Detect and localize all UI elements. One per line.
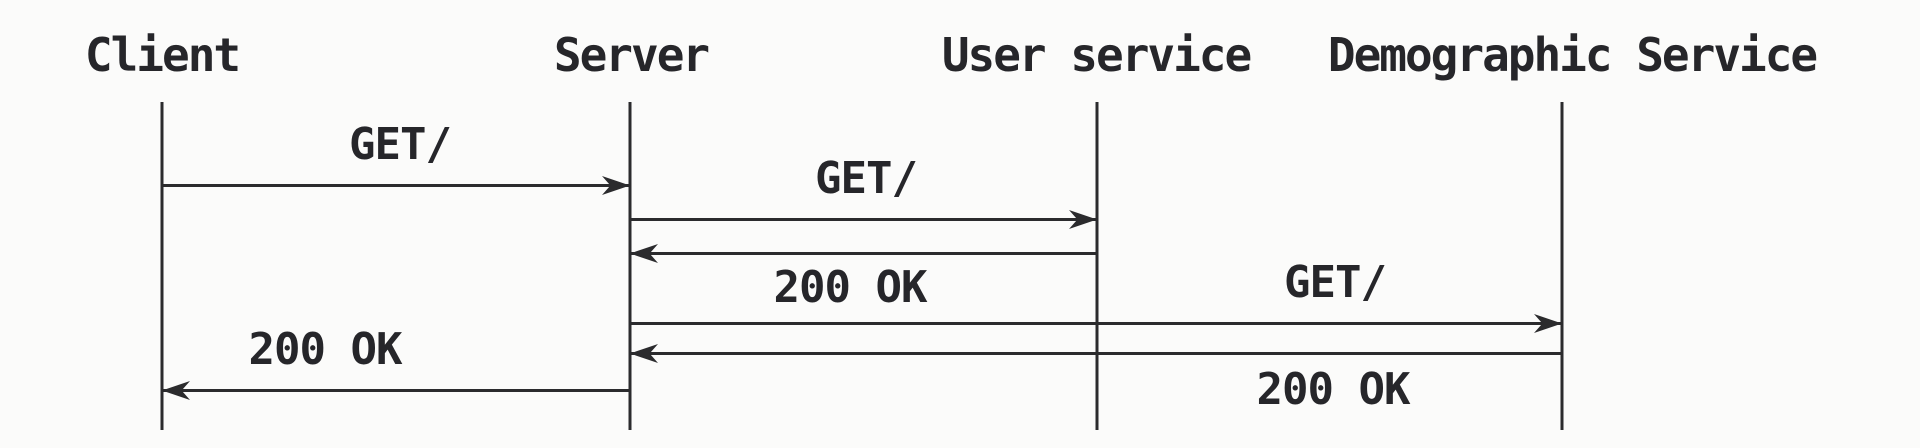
actor-label-user-service: User service <box>941 28 1252 82</box>
message-user-service-to-server <box>630 244 1097 263</box>
message-line <box>630 322 1562 325</box>
actor-label-client: Client <box>84 28 241 82</box>
message-line <box>162 184 630 187</box>
message-line <box>630 218 1097 221</box>
lifeline-demographic-service <box>1560 102 1564 430</box>
message-line <box>630 352 1562 355</box>
message-demographic-to-server <box>630 344 1562 363</box>
message-label-200ok-1: 200 OK <box>773 262 928 313</box>
message-label-get-2: GET/ <box>815 153 918 204</box>
message-label-get-3: GET/ <box>1284 257 1387 308</box>
message-line <box>162 389 630 392</box>
message-label-200ok-2: 200 OK <box>1256 364 1411 415</box>
message-server-to-client <box>162 381 630 400</box>
message-label-200ok-3: 200 OK <box>248 324 403 375</box>
actor-label-server: Server <box>553 28 710 82</box>
lifeline-user-service <box>1095 102 1099 430</box>
message-client-to-server <box>162 176 630 195</box>
message-server-to-user-service <box>630 210 1097 229</box>
lifeline-server <box>628 102 632 430</box>
actor-label-demographic-service: Demographic Service <box>1327 28 1818 82</box>
lifeline-client <box>160 102 164 430</box>
message-line <box>630 252 1097 255</box>
message-label-get-1: GET/ <box>349 119 452 170</box>
message-server-to-demographic <box>630 314 1562 333</box>
